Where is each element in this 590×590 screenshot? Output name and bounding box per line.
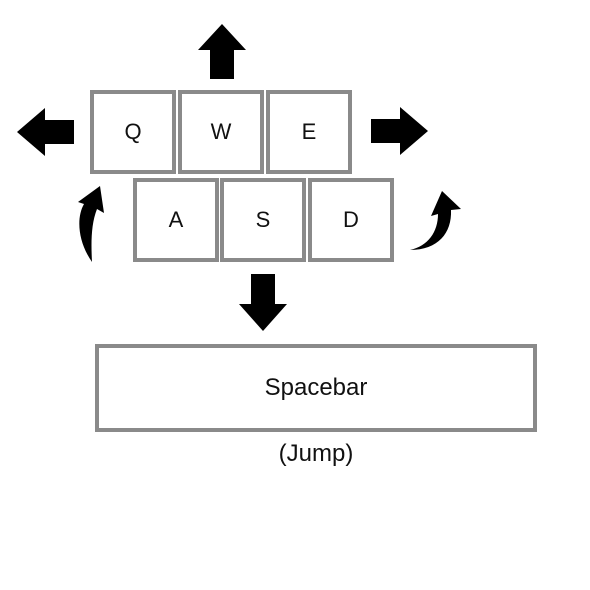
jump-caption: (Jump): [278, 440, 354, 467]
key-w: W: [178, 90, 264, 174]
key-e: E: [266, 90, 352, 174]
key-q-label: Q: [124, 119, 142, 144]
arrow-right-icon: [371, 107, 428, 155]
curved-arrow-right-icon: [410, 191, 461, 250]
spacebar-key: Spacebar: [95, 344, 537, 432]
spacebar-label: Spacebar: [264, 374, 368, 401]
arrow-left-icon: [17, 108, 74, 156]
key-d-label: D: [343, 207, 359, 232]
key-a-label: A: [168, 207, 184, 232]
key-q: Q: [90, 90, 176, 174]
key-w-label: W: [210, 119, 232, 144]
key-a: A: [133, 178, 219, 262]
key-e-label: E: [301, 119, 317, 144]
key-d: D: [308, 178, 394, 262]
curved-arrow-left-icon: [78, 186, 104, 262]
arrow-up-icon: [198, 24, 246, 79]
arrow-down-icon: [239, 274, 287, 331]
key-s: S: [220, 178, 306, 262]
key-s-label: S: [255, 207, 271, 232]
